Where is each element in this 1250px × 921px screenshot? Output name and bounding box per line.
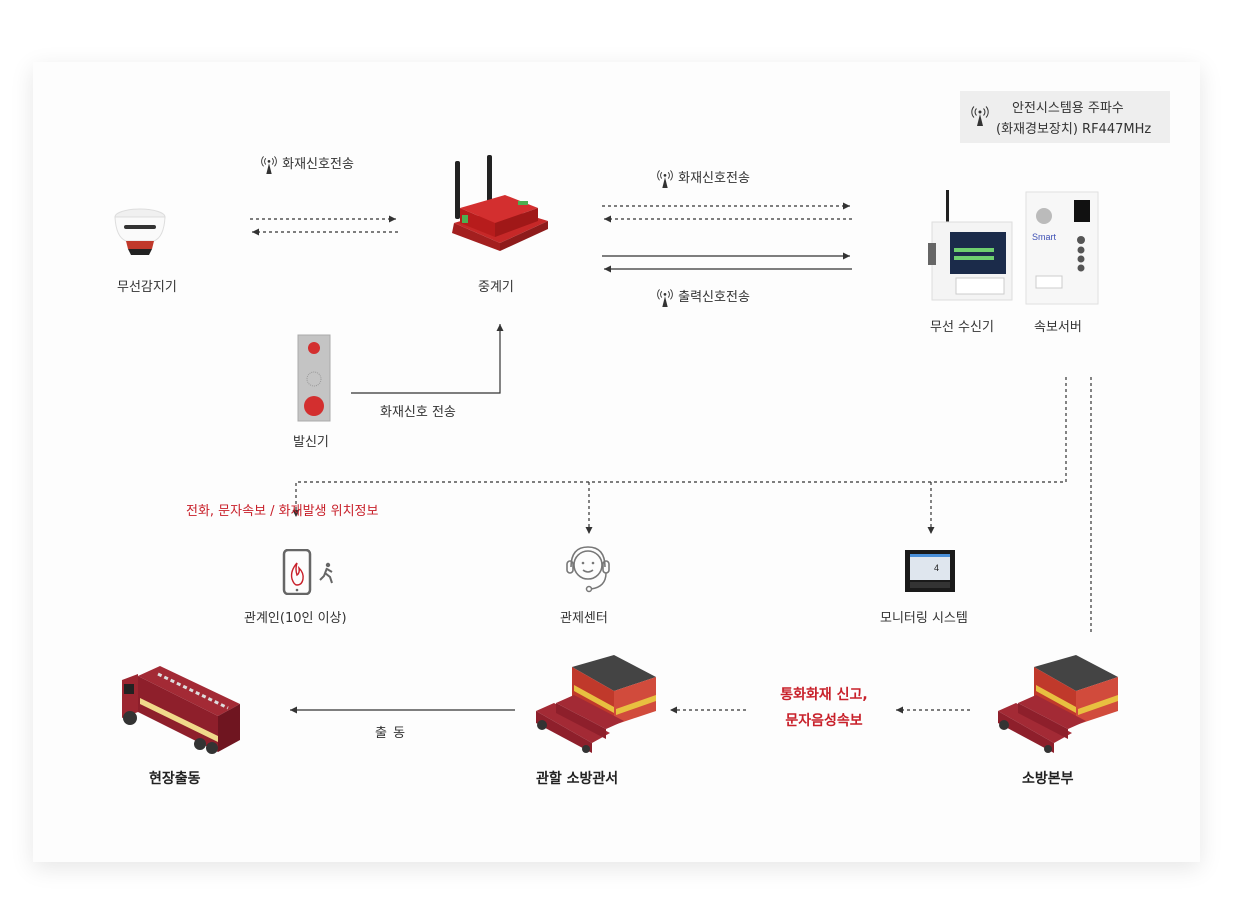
phone-fire-icon: [282, 549, 333, 595]
line-server-distribution: [292, 377, 1067, 517]
node-label-wireless-detector: 무선감지기: [117, 280, 177, 295]
node-label-local-station: 관할 소방관서: [536, 771, 619, 787]
edge-label-report-line2: 문자음성속보: [785, 713, 863, 729]
legend-line-1: 안전시스템용 주파수: [1012, 101, 1124, 116]
edge-label-text: 화재신호전송: [282, 157, 354, 172]
edge-label-repeater-receiver-bottom: 출력신호전송: [656, 286, 750, 308]
node-label-stakeholder: 관계인(10인 이상): [244, 611, 347, 626]
edge-label-detector-repeater: 화재신호전송: [260, 153, 354, 175]
legend-line-2: (화재경보장치) RF447MHz: [996, 122, 1152, 137]
edge-label-repeater-receiver-top: 화재신호전송: [656, 167, 750, 189]
alert-server-panel-icon: Smart: [1025, 191, 1099, 305]
node-label-monitoring: 모니터링 시스템: [880, 611, 968, 626]
svg-text:Smart: Smart: [1032, 232, 1057, 242]
monitor-screen-icon: 4: [905, 550, 955, 592]
edge-label-report: 통화화재 신고, 문자음성속보: [764, 682, 884, 734]
edge-label-notify: 전화, 문자속보 / 화재발생 위치정보: [186, 504, 379, 519]
edge-label-report-line1: 통화화재 신고,: [780, 687, 868, 703]
svg-text:4: 4: [934, 563, 939, 573]
antenna-signal-icon: [657, 288, 673, 307]
edge-label-text: 출력신호전송: [678, 290, 750, 305]
arrow-transmitter-to-repeater: [351, 324, 504, 394]
fire-station-icon: [998, 655, 1118, 753]
fire-station-icon: [536, 655, 656, 753]
node-label-field-dispatch: 현장출동: [149, 771, 201, 787]
antenna-signal-icon: [971, 106, 989, 126]
node-label-wireless-receiver: 무선 수신기: [930, 320, 994, 335]
edge-label-transmitter-repeater: 화재신호 전송: [380, 405, 456, 420]
node-label-repeater: 중계기: [478, 280, 514, 295]
antenna-signal-icon: [261, 155, 277, 174]
fire-truck-icon: [122, 666, 240, 754]
headset-operator-icon: [566, 546, 610, 593]
fire-alarm-button-icon: [297, 334, 331, 422]
edge-label-text: 화재신호전송: [678, 171, 750, 186]
ceiling-detector-icon: [114, 208, 166, 255]
receiver-panel-icon: [928, 190, 1013, 301]
node-label-control-center: 관제센터: [560, 611, 608, 626]
frequency-legend: 안전시스템용 주파수 (화재경보장치) RF447MHz: [960, 91, 1170, 143]
red-repeater-device-icon: [452, 155, 548, 251]
node-label-alert-server: 속보서버: [1034, 320, 1082, 335]
antenna-signal-icon: [657, 169, 673, 188]
node-label-hq: 소방본부: [1022, 771, 1074, 787]
edge-label-dispatch: 출 동: [375, 726, 407, 741]
node-label-transmitter: 발신기: [293, 435, 329, 450]
